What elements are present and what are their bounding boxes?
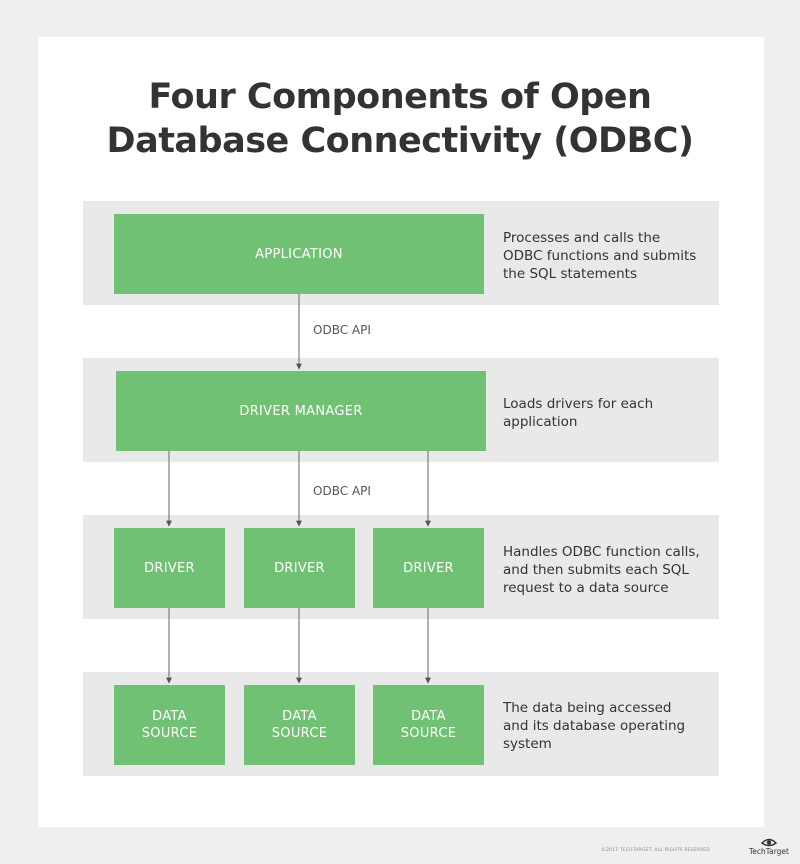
driver-label-2: DRIVER bbox=[274, 560, 325, 576]
driver-manager-desc-line-2: application bbox=[503, 414, 578, 430]
data-sources-desc-line-2: and its database operating bbox=[503, 718, 686, 734]
driver-manager-desc-line-1: Loads drivers for each bbox=[503, 396, 654, 412]
driver-manager-box: DRIVER MANAGER bbox=[116, 371, 486, 451]
application-desc-line-3: the SQL statements bbox=[503, 266, 637, 282]
data-source-2-line-2: SOURCE bbox=[271, 726, 328, 741]
diagram-title: Four Components of Open Database Connect… bbox=[0, 75, 800, 163]
drivers-desc-line-2: and then submits each SQL bbox=[503, 562, 689, 578]
data-source-2-line-1: DATA bbox=[282, 709, 317, 724]
odbc-api-label-1: ODBC API bbox=[313, 323, 371, 337]
title-line-1: Four Components of Open bbox=[148, 77, 652, 117]
data-source-box-1: DATA SOURCE bbox=[114, 685, 225, 765]
data-source-3-line-1: DATA bbox=[411, 709, 446, 724]
title-line-2: Database Connectivity (ODBC) bbox=[106, 121, 694, 161]
data-sources-desc-line-1: The data being accessed bbox=[503, 700, 672, 716]
data-source-box-2: DATA SOURCE bbox=[244, 685, 355, 765]
logo-wordmark: TechTarget bbox=[748, 847, 789, 856]
driver-label-1: DRIVER bbox=[144, 560, 195, 576]
driver-label-3: DRIVER bbox=[403, 560, 454, 576]
application-desc-line-2: ODBC functions and submits bbox=[503, 248, 697, 264]
application-box: APPLICATION bbox=[114, 214, 484, 294]
driver-box-2: DRIVER bbox=[244, 528, 355, 608]
data-source-1-line-1: DATA bbox=[152, 709, 187, 724]
application-label: APPLICATION bbox=[255, 246, 343, 262]
drivers-desc-line-3: request to a data source bbox=[503, 580, 669, 596]
data-sources-desc-line-3: system bbox=[503, 736, 552, 752]
drivers-desc-line-1: Handles ODBC function calls, bbox=[503, 544, 700, 560]
data-source-3-line-2: SOURCE bbox=[400, 726, 457, 741]
application-desc-line-1: Processes and calls the bbox=[503, 230, 661, 246]
techtarget-logo: TechTarget bbox=[744, 834, 794, 858]
driver-box-1: DRIVER bbox=[114, 528, 225, 608]
drivers-description: Handles ODBC function calls, and then su… bbox=[503, 543, 708, 597]
copyright-notice: ©2017 TECHTARGET. ALL RIGHTS RESERVED bbox=[601, 848, 710, 853]
data-source-box-3: DATA SOURCE bbox=[373, 685, 484, 765]
driver-manager-description: Loads drivers for each application bbox=[503, 395, 708, 431]
driver-box-3: DRIVER bbox=[373, 528, 484, 608]
odbc-api-label-2: ODBC API bbox=[313, 484, 371, 498]
driver-manager-label: DRIVER MANAGER bbox=[239, 403, 363, 419]
application-description: Processes and calls the ODBC functions a… bbox=[503, 229, 708, 283]
eye-icon bbox=[760, 838, 778, 847]
data-sources-description: The data being accessed and its database… bbox=[503, 699, 708, 753]
data-source-1-line-2: SOURCE bbox=[141, 726, 198, 741]
